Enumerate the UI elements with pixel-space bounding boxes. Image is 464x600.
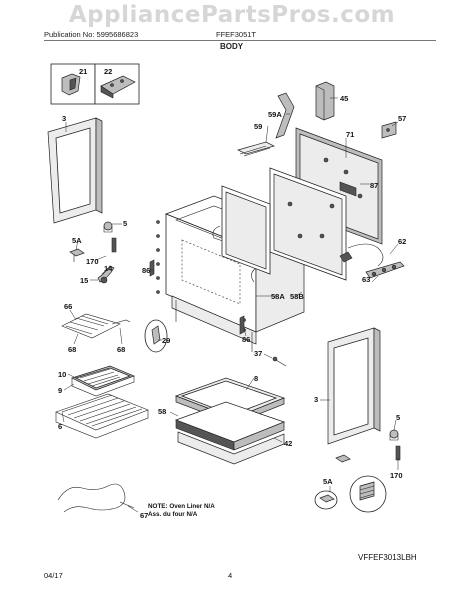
part-57-plate[interactable] [381,121,397,139]
part-21-inset[interactable] [50,63,96,105]
callout-59A: 59A [268,110,282,119]
callout-5A-left: 5A [72,236,82,245]
wire-harness[interactable] [339,243,405,279]
oven-liner-note: NOTE: Oven Liner N/A Ass. du four N/A [148,503,215,519]
callout-67: 67 [140,511,148,520]
part-45-bracket[interactable] [315,81,335,121]
callout-3-right: 3 [314,395,318,404]
part-59A-channel[interactable] [275,92,295,139]
callout-71: 71 [346,130,354,139]
callout-58A: 58A [271,292,285,301]
callout-62: 62 [398,237,406,246]
side-panel-right[interactable] [327,327,381,445]
header-divider [44,40,436,41]
model-number: FFEF3051T [216,30,257,39]
callout-5-left: 5 [123,219,127,228]
note-line-1: NOTE: Oven Liner N/A [148,503,215,510]
callout-22: 22 [104,67,112,76]
part-86-clip-left[interactable] [149,259,155,277]
callout-45: 45 [340,94,348,103]
callout-9: 9 [58,386,62,395]
callout-6: 6 [58,422,62,431]
part-29-shield[interactable] [144,319,168,353]
leveling-leg-inset[interactable] [314,475,387,513]
footer-date: 04/17 [44,571,63,580]
callout-8: 8 [254,374,258,383]
callout-58: 58 [158,407,166,416]
callout-42: 42 [284,439,292,448]
part-37-screw[interactable] [272,356,287,367]
bake-element[interactable] [61,313,131,339]
rear-insulation-panel[interactable] [221,185,271,275]
callout-5A-right: 5A [323,477,333,486]
callout-68-left: 68 [68,345,76,354]
callout-3-left: 3 [62,114,66,123]
callout-37: 37 [254,349,262,358]
section-title: BODY [220,42,244,51]
part-86-clip-right[interactable] [239,315,245,335]
callout-170-right: 170 [390,471,403,480]
part-22-inset[interactable] [94,63,140,105]
callout-5-right: 5 [396,413,400,422]
callout-10: 10 [58,370,66,379]
callout-leader-lines [61,97,399,513]
oven-rack[interactable] [55,393,149,439]
note-line-2: Ass. du four N/A [148,511,198,518]
broiler-pan[interactable] [71,365,135,397]
publication-number: Publication No: 5995686823 [44,30,139,39]
callout-87: 87 [370,181,378,190]
callout-14: 14 [104,264,113,273]
drawing-id: VFFEF3013LBH [358,553,417,562]
footer-page-number: 4 [228,571,233,580]
part-59-channel[interactable] [237,141,275,157]
callout-86-right: 86 [242,335,250,344]
broil-element[interactable] [57,483,135,513]
callout-86-left: 86 [142,266,150,275]
callout-63: 63 [362,275,370,284]
igniter-sensor[interactable] [97,265,115,284]
side-panel-left[interactable] [47,117,103,224]
callout-15: 15 [80,276,88,285]
watermark: AppliancePartsPros.com [68,2,396,28]
callout-29: 29 [162,336,170,345]
callout-labels: 21 22 3 5 5A 170 14 15 66 68 68 10 9 6 6… [58,67,406,520]
callout-170-left: 170 [86,257,99,266]
callout-21: 21 [79,67,87,76]
callout-68-right: 68 [117,345,125,354]
callout-57: 57 [398,114,406,123]
callout-66: 66 [64,302,72,311]
callout-59: 59 [254,122,262,131]
callout-58B: 58B [290,292,304,301]
leveling-hardware-left[interactable] [69,221,117,262]
rear-inner-panel[interactable] [269,167,347,281]
drawer-assembly[interactable] [174,377,286,465]
